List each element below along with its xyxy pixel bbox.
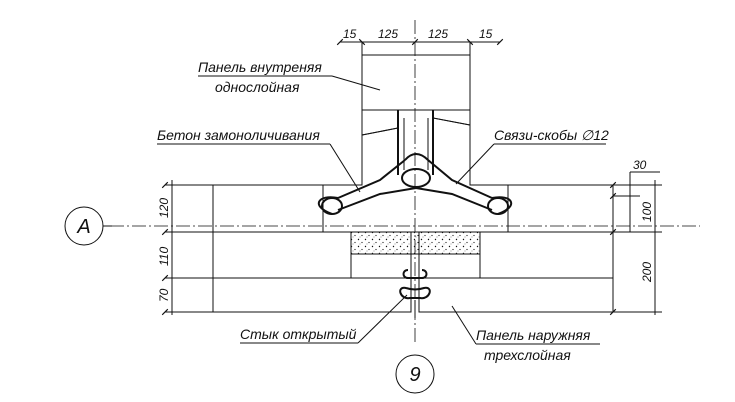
- dim-right-1: 30: [633, 158, 647, 172]
- outer-panel-bottom-layer: [212, 277, 614, 313]
- right-dimension-chain: 30 100 200: [609, 158, 662, 316]
- label-outer-panel-line2: трехслойная: [484, 347, 571, 363]
- dim-left-3: 70: [157, 288, 171, 302]
- label-concrete-text: Бетон замоноличивания: [157, 127, 320, 143]
- dim-top-3: 125: [428, 27, 448, 41]
- dim-right-2: 100: [640, 202, 654, 222]
- dim-top-2: 125: [378, 27, 398, 41]
- axis-label-horizontal: А: [76, 216, 90, 238]
- label-inner-panel-line2: однослойная: [215, 79, 300, 95]
- monolithic-concrete: [322, 109, 509, 255]
- label-concrete: Бетон замоноличивания: [157, 127, 361, 193]
- inner-panel: [361, 54, 471, 136]
- label-outer-panel: Панель наружняя трехслойная: [451, 305, 600, 363]
- label-outer-panel-line1: Панель наружняя: [476, 327, 591, 343]
- top-dimension-chain: 15 125 125 15: [336, 27, 504, 55]
- label-ties-text: Связи-скобы ∅12: [494, 127, 609, 143]
- label-inner-panel-line1: Панель внутреняя: [198, 59, 322, 75]
- axis-bubble-horizontal: А: [64, 206, 112, 246]
- label-inner-panel: Панель внутреняя однослойная: [198, 59, 381, 95]
- axis-label-vertical: 9: [409, 364, 420, 386]
- label-open-joint: Стык открытый: [240, 294, 408, 344]
- label-ties: Связи-скобы ∅12: [455, 127, 609, 185]
- dim-right-3: 200: [640, 262, 654, 283]
- tie-brackets: [317, 110, 513, 215]
- dim-left-2: 110: [157, 247, 171, 266]
- dim-left-1: 120: [157, 198, 171, 218]
- axis-lines: [110, 20, 700, 345]
- axis-bubble-vertical: 9: [395, 354, 435, 394]
- dim-top-1: 15: [343, 27, 357, 41]
- outer-panel-inner-layer: [212, 184, 614, 233]
- label-open-joint-text: Стык открытый: [240, 326, 357, 342]
- left-dimension-chain: 120 110 70: [157, 180, 213, 316]
- dim-top-4: 15: [479, 27, 493, 41]
